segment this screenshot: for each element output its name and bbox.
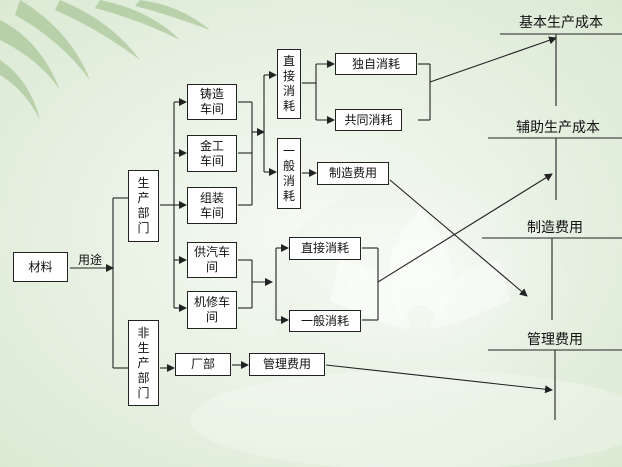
repair-workshop-node: 机修车 间 <box>187 291 237 329</box>
account-auxiliary-production-cost: 辅助生产成本 <box>516 120 600 136</box>
sole-consumption-node: 独自消耗 <box>335 53 417 75</box>
joint-consumption-node: 共同消耗 <box>335 109 402 131</box>
steam-workshop-node: 供汽车 间 <box>187 242 237 278</box>
direct-consumption-node: 直 接 消 耗 <box>277 49 301 119</box>
willow-leaves-decoration <box>0 0 210 120</box>
account-administrative-expense: 管理费用 <box>527 332 583 348</box>
casting-workshop-node: 铸造 车间 <box>187 84 237 120</box>
account-manufacturing-overhead: 制造费用 <box>527 220 583 236</box>
usage-label: 用途 <box>78 253 103 267</box>
production-dept-node: 生 产 部 门 <box>128 170 159 242</box>
factory-office-node: 厂部 <box>175 353 231 376</box>
general-consumption-node: 一 般 消 耗 <box>277 138 301 209</box>
admin-expense-node: 管理费用 <box>249 353 325 376</box>
non-production-dept-node: 非 生 产 部 门 <box>128 320 159 406</box>
account-basic-production-cost: 基本生产成本 <box>519 15 603 31</box>
overhead-node: 制造费用 <box>317 162 389 185</box>
material-node: 材料 <box>13 252 68 282</box>
aux-direct-consumption-node: 直接消耗 <box>289 237 361 260</box>
machining-workshop-node: 金工 车间 <box>187 135 237 172</box>
assembly-workshop-node: 组装 车间 <box>187 187 237 224</box>
aux-general-consumption-node: 一般消耗 <box>289 310 361 332</box>
